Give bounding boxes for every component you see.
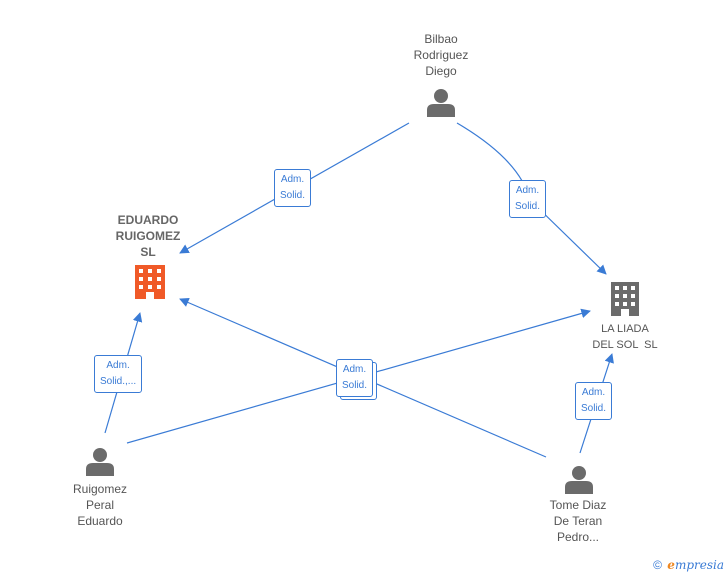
- edge-label-cross[interactable]: Adm. Solid.: [336, 359, 374, 397]
- copyright-symbol: ©: [653, 558, 662, 572]
- building-icon[interactable]: [611, 282, 639, 316]
- footer-brand[interactable]: © empresia: [653, 558, 724, 572]
- edge-label-bilbao-eduardo[interactable]: Adm. Solid.: [274, 169, 312, 207]
- edge-label-ruigomez-eduardo[interactable]: Adm. Solid.,...: [94, 355, 143, 393]
- company-label-la-liada[interactable]: LA LIADA DEL SOL SL: [592, 323, 658, 351]
- building-icon[interactable]: [135, 265, 165, 299]
- company-label-eduardo-ruigomez[interactable]: EDUARDO RUIGOMEZ SL: [115, 213, 181, 259]
- person-label-ruigomez[interactable]: Ruigomez Peral Eduardo: [72, 482, 128, 528]
- person-icon[interactable]: [86, 448, 114, 476]
- person-label-bilbao[interactable]: Bilbao Rodriguez Diego: [413, 32, 469, 78]
- person-icon[interactable]: [427, 89, 455, 117]
- person-label-tome[interactable]: Tome Diaz De Teran Pedro...: [549, 498, 607, 544]
- person-icon[interactable]: [565, 466, 593, 494]
- edge-label-bilbao-liada[interactable]: Adm. Solid.: [509, 180, 547, 218]
- brand-logo: empresia: [667, 558, 724, 572]
- edge-label-tome-liada[interactable]: Adm. Solid.: [575, 382, 613, 420]
